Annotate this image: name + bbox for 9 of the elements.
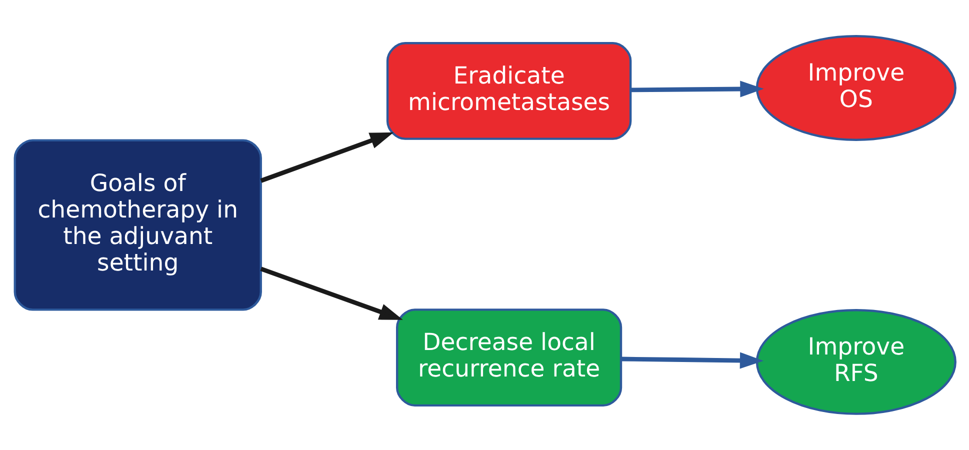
node-box: Eradicate micrometastases bbox=[386, 42, 632, 140]
arrow bbox=[630, 80, 764, 98]
node-ellipse: Improve OS bbox=[755, 35, 956, 141]
node-box: Goals of chemotherapy in the adjuvant setting bbox=[13, 139, 262, 311]
arrow bbox=[260, 266, 402, 320]
node-box: Decrease local recurrence rate bbox=[396, 308, 622, 407]
arrow bbox=[620, 352, 764, 369]
node-ellipse: Improve RFS bbox=[755, 309, 956, 415]
arrow bbox=[260, 132, 394, 183]
